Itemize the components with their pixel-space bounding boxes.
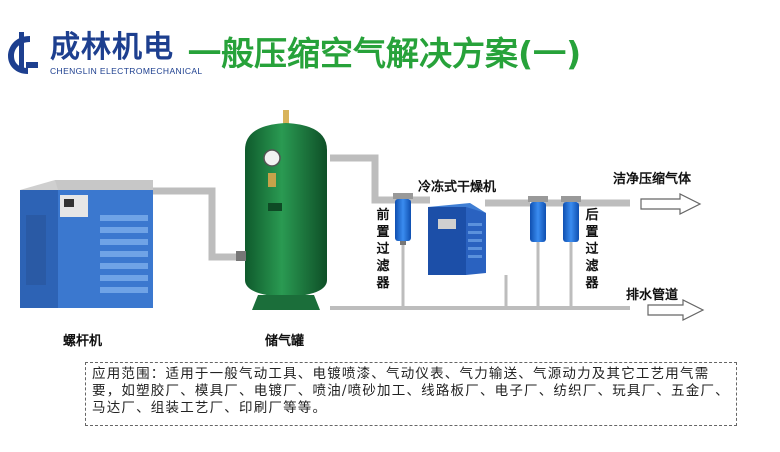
refrigerated-dryer: [428, 203, 486, 275]
dryer-label: 冷冻式干燥机: [418, 180, 497, 195]
clean-air-label: 洁净压缩气体: [613, 172, 692, 187]
screw-compressor: [20, 180, 153, 308]
arrow-right-icon: [640, 193, 702, 215]
drain-label: 排水管道: [626, 288, 679, 303]
compressor-label: 螺杆机: [63, 334, 103, 349]
pipe-network: [150, 154, 630, 310]
application-scope-box: 应用范围：适用于一般气动工具、电镀喷漆、气动仪表、气力输送、气源动力及其它工艺用…: [85, 362, 737, 426]
brand-name-english: CHENGLIN ELECTROMECHANICAL: [50, 66, 203, 76]
pre-filter-label: 前置过滤器: [376, 208, 390, 291]
chenglin-logo-icon: [8, 32, 38, 74]
process-diagram: [20, 110, 705, 321]
arrow-right-icon: [647, 299, 705, 321]
application-scope-text: 应用范围：适用于一般气动工具、电镀喷漆、气动仪表、气力输送、气源动力及其它工艺用…: [92, 366, 730, 416]
post-filter: [528, 196, 581, 242]
pre-filter: [393, 193, 413, 245]
tank-label: 储气罐: [265, 334, 305, 349]
air-tank: [236, 110, 327, 310]
post-filter-label: 后置过滤器: [585, 208, 599, 291]
page-title: 一般压缩空气解决方案(一): [188, 34, 582, 73]
brand-name: 成林机电: [50, 30, 174, 65]
